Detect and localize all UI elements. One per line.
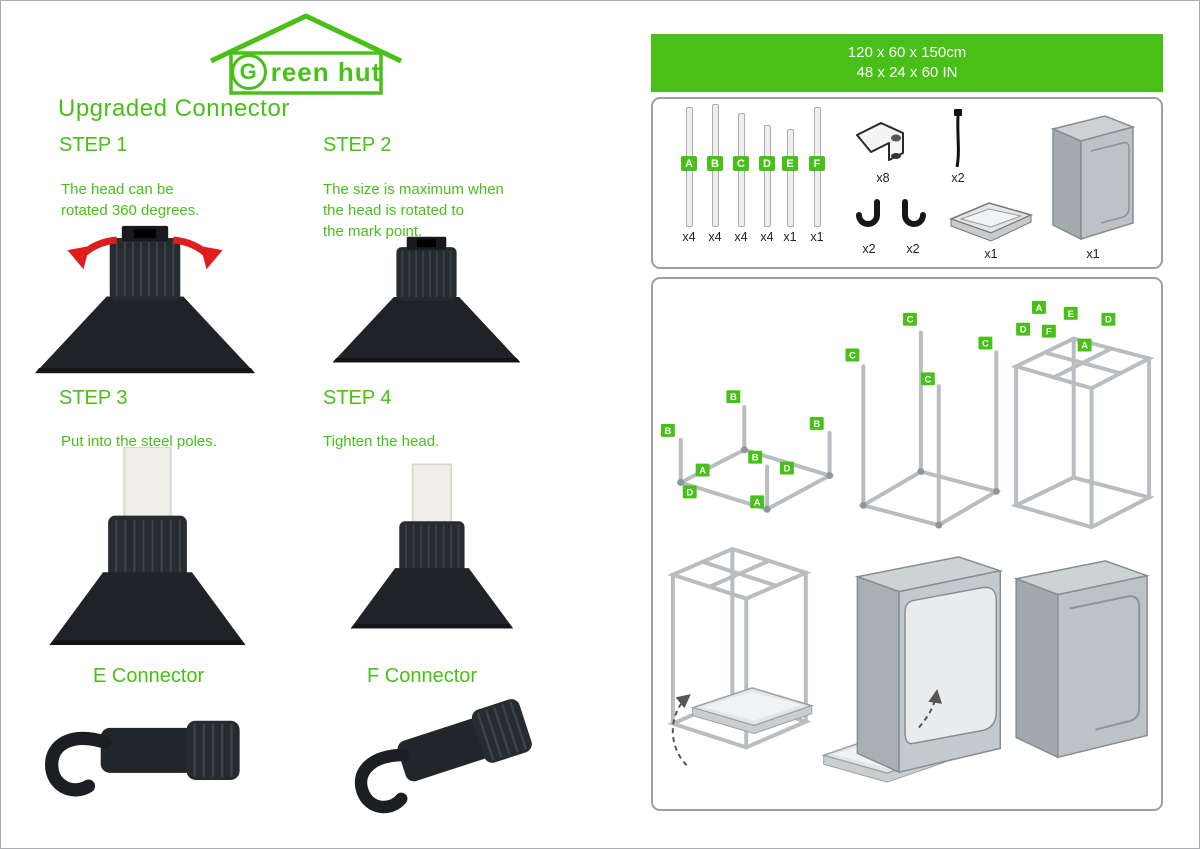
svg-text:A: A <box>1081 340 1088 351</box>
assembly-stage-3-complete-frame: A E D F D A <box>1010 300 1155 530</box>
part-label-tag: A <box>1032 300 1046 314</box>
step-2-photo <box>319 221 534 379</box>
e-connector-label: E Connector <box>93 665 205 687</box>
step-1-text: The head can be rotated 360 degrees. <box>61 181 200 219</box>
part-qty: x1 <box>984 247 998 261</box>
part-qty: x1 <box>810 230 824 244</box>
svg-text:B: B <box>752 452 759 463</box>
svg-text:A: A <box>699 465 706 476</box>
part-qty: x4 <box>760 230 774 244</box>
greenhut-logo: G reen hut <box>199 7 413 99</box>
svg-text:B: B <box>813 418 820 429</box>
part-qty: x8 <box>876 171 890 185</box>
tray-icon <box>947 199 1035 247</box>
step-2-text: The size is maximum when the head is rot… <box>323 181 504 240</box>
part-qty: x4 <box>734 230 748 244</box>
step-4-photo <box>329 447 534 649</box>
svg-text:C: C <box>924 373 931 384</box>
svg-text:B: B <box>664 425 671 436</box>
step-3-title: STEP 3 <box>59 387 128 409</box>
assembly-stage-4-frame-tray <box>667 546 815 766</box>
part-label-tag: E <box>1063 306 1078 320</box>
part-label-tag: D <box>780 461 794 475</box>
f-connector-photo <box>327 693 547 821</box>
part-label-tag: D <box>1016 322 1031 336</box>
part-qty: x4 <box>708 230 722 244</box>
assembly-stage-6-finished-tent <box>1013 560 1150 759</box>
part-label-tag: C <box>920 372 935 386</box>
hook-left-icon <box>851 197 887 239</box>
part-label-tag: B <box>748 450 763 464</box>
part-label-tag: A <box>681 156 697 171</box>
assembly-stage-5-cover <box>854 556 1004 774</box>
svg-text:B: B <box>730 391 737 402</box>
logo-text: G reen hut <box>199 54 413 90</box>
part-label-tag: B <box>726 390 741 404</box>
svg-text:D: D <box>686 486 693 497</box>
part-qty: x1 <box>783 230 797 244</box>
cable-tie-icon <box>945 107 971 169</box>
f-connector-label: F Connector <box>367 665 478 687</box>
step-3-text: Put into the steel poles. <box>61 433 217 450</box>
part-label-tag: B <box>809 417 824 430</box>
part-label-tag: F <box>809 156 825 171</box>
size-in: 48 x 24 x 60 IN <box>856 64 958 81</box>
part-label-tag: E <box>782 156 798 171</box>
step-4-title: STEP 4 <box>323 387 392 409</box>
step-3-photo <box>23 447 271 649</box>
svg-text:D: D <box>784 463 791 474</box>
step-1-title: STEP 1 <box>59 134 128 156</box>
svg-text:A: A <box>754 496 761 507</box>
part-label-tag: B <box>660 423 675 437</box>
svg-text:C: C <box>982 338 989 349</box>
assembly-stage-1-base-frame: B B B B A D A D <box>660 390 835 513</box>
part-qty: x2 <box>862 242 876 256</box>
step-4-text: Tighten the head. <box>323 433 440 450</box>
part-label-tag: C <box>903 312 917 326</box>
page-title: Upgraded Connector <box>58 95 290 122</box>
part-label-tag: D <box>1101 312 1116 326</box>
part-label-tag: F <box>1041 324 1056 338</box>
svg-text:E: E <box>1068 308 1074 319</box>
part-qty: x4 <box>682 230 696 244</box>
svg-text:C: C <box>907 314 914 325</box>
part-label-tag: A <box>1077 338 1092 352</box>
svg-text:F: F <box>1046 326 1052 337</box>
hook-right-icon <box>895 197 931 239</box>
part-label-tag: A <box>750 495 765 509</box>
part-qty: x2 <box>906 242 920 256</box>
part-qty: x1 <box>1086 247 1100 261</box>
tent-fabric-icon <box>1049 107 1137 245</box>
part-label-tag: D <box>759 156 775 171</box>
e-connector-photo <box>21 693 256 821</box>
part-label-tag: A <box>695 463 710 477</box>
rotation-arrows-icon <box>67 236 223 270</box>
assembly-diagram-box: B B B B A D A D C C C C <box>651 277 1163 811</box>
part-qty: x2 <box>951 171 965 185</box>
part-label-tag: B <box>707 156 723 171</box>
part-label-tag: C <box>978 336 993 350</box>
pole-e-icon <box>787 129 794 227</box>
part-label-tag: C <box>845 348 860 362</box>
step-1-photo <box>19 221 271 379</box>
logo-letter-g: G <box>230 54 267 90</box>
svg-text:D: D <box>1020 324 1027 335</box>
parts-list-box: A B C D E F x4 x4 x4 x4 x1 x1 x8 x2 <box>651 97 1163 269</box>
size-cm: 120 x 60 x 150cm <box>847 44 967 61</box>
svg-text:A: A <box>1036 302 1043 313</box>
assembly-stage-2-uprights: C C C C <box>845 312 1002 529</box>
svg-text:C: C <box>849 349 856 360</box>
svg-text:D: D <box>1105 314 1112 325</box>
part-label-tag: D <box>682 485 697 499</box>
pole-d-icon <box>764 125 771 227</box>
corner-connector-icon <box>851 113 915 169</box>
part-label-tag: C <box>733 156 749 171</box>
step-2-title: STEP 2 <box>323 134 392 156</box>
size-banner: 120 x 60 x 150cm 48 x 24 x 60 IN <box>651 34 1163 92</box>
logo-rest: reen hut <box>270 56 382 87</box>
